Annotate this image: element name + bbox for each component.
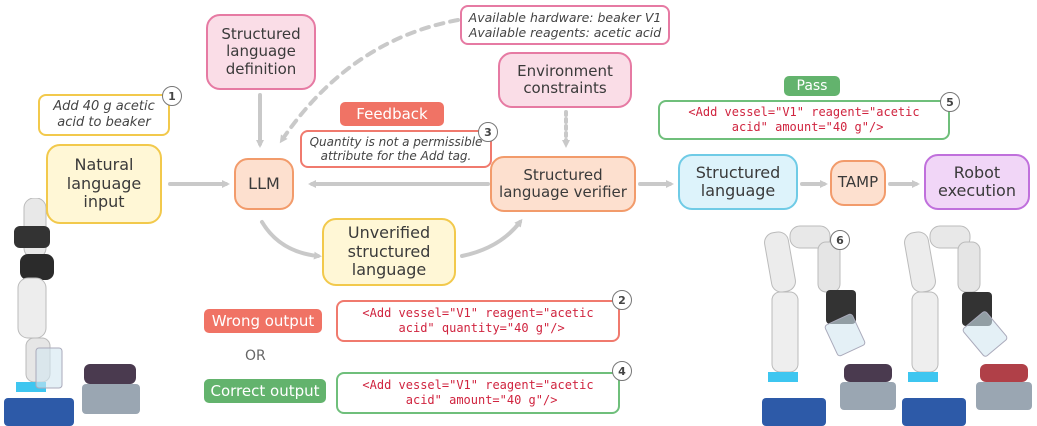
hardware-reagents-note: Available hardware: beaker V1 Available … — [460, 5, 670, 45]
environment-constraints-node: Environment constraints — [498, 52, 632, 108]
step-badge-4: 4 — [612, 361, 632, 381]
step-badge-5: 5 — [940, 92, 960, 112]
step-badge-6: 6 — [830, 230, 850, 250]
wrong-output-code-box: <Add vessel="V1" reagent="acetic acid" q… — [336, 300, 620, 342]
robot-arm-pour-2-image — [902, 225, 1032, 426]
correct-output-tag: Correct output — [204, 379, 326, 403]
or-label: OR — [245, 348, 266, 364]
robot-execution-node: Robot execution — [924, 154, 1030, 210]
feedback-message-note: Quantity is not a permissible attribute … — [300, 130, 492, 168]
instruction-note: Add 40 g acetic acid to beaker — [38, 94, 170, 136]
pass-code-box: <Add vessel="V1" reagent="acetic acid" a… — [658, 100, 950, 140]
llm-node: LLM — [234, 158, 294, 210]
structured-language-node: Structured language — [678, 154, 798, 210]
step-badge-1: 1 — [162, 86, 182, 106]
robot-arm-left-image — [4, 198, 140, 426]
unverified-structured-language-node: Unverified structured language — [322, 218, 456, 286]
natural-language-input-node: Natural language input — [46, 144, 162, 224]
robot-arm-pour-1-image — [762, 225, 896, 426]
feedback-tag: Feedback — [340, 102, 444, 126]
arrow-llm-to-unverified — [260, 220, 322, 260]
arrow-hardware-to-llm — [279, 18, 460, 144]
correct-output-code-box: <Add vessel="V1" reagent="acetic acid" a… — [336, 372, 620, 414]
pass-tag: Pass — [784, 76, 840, 96]
tamp-node: TAMP — [830, 160, 886, 206]
step-badge-3: 3 — [478, 122, 498, 142]
arrow-unverified-to-verifier — [460, 218, 523, 258]
wrong-output-tag: Wrong output — [204, 309, 322, 333]
structured-language-verifier-node: Structured language verifier — [490, 156, 636, 212]
structured-language-definition-node: Structured language definition — [206, 14, 316, 90]
step-badge-2: 2 — [612, 290, 632, 310]
